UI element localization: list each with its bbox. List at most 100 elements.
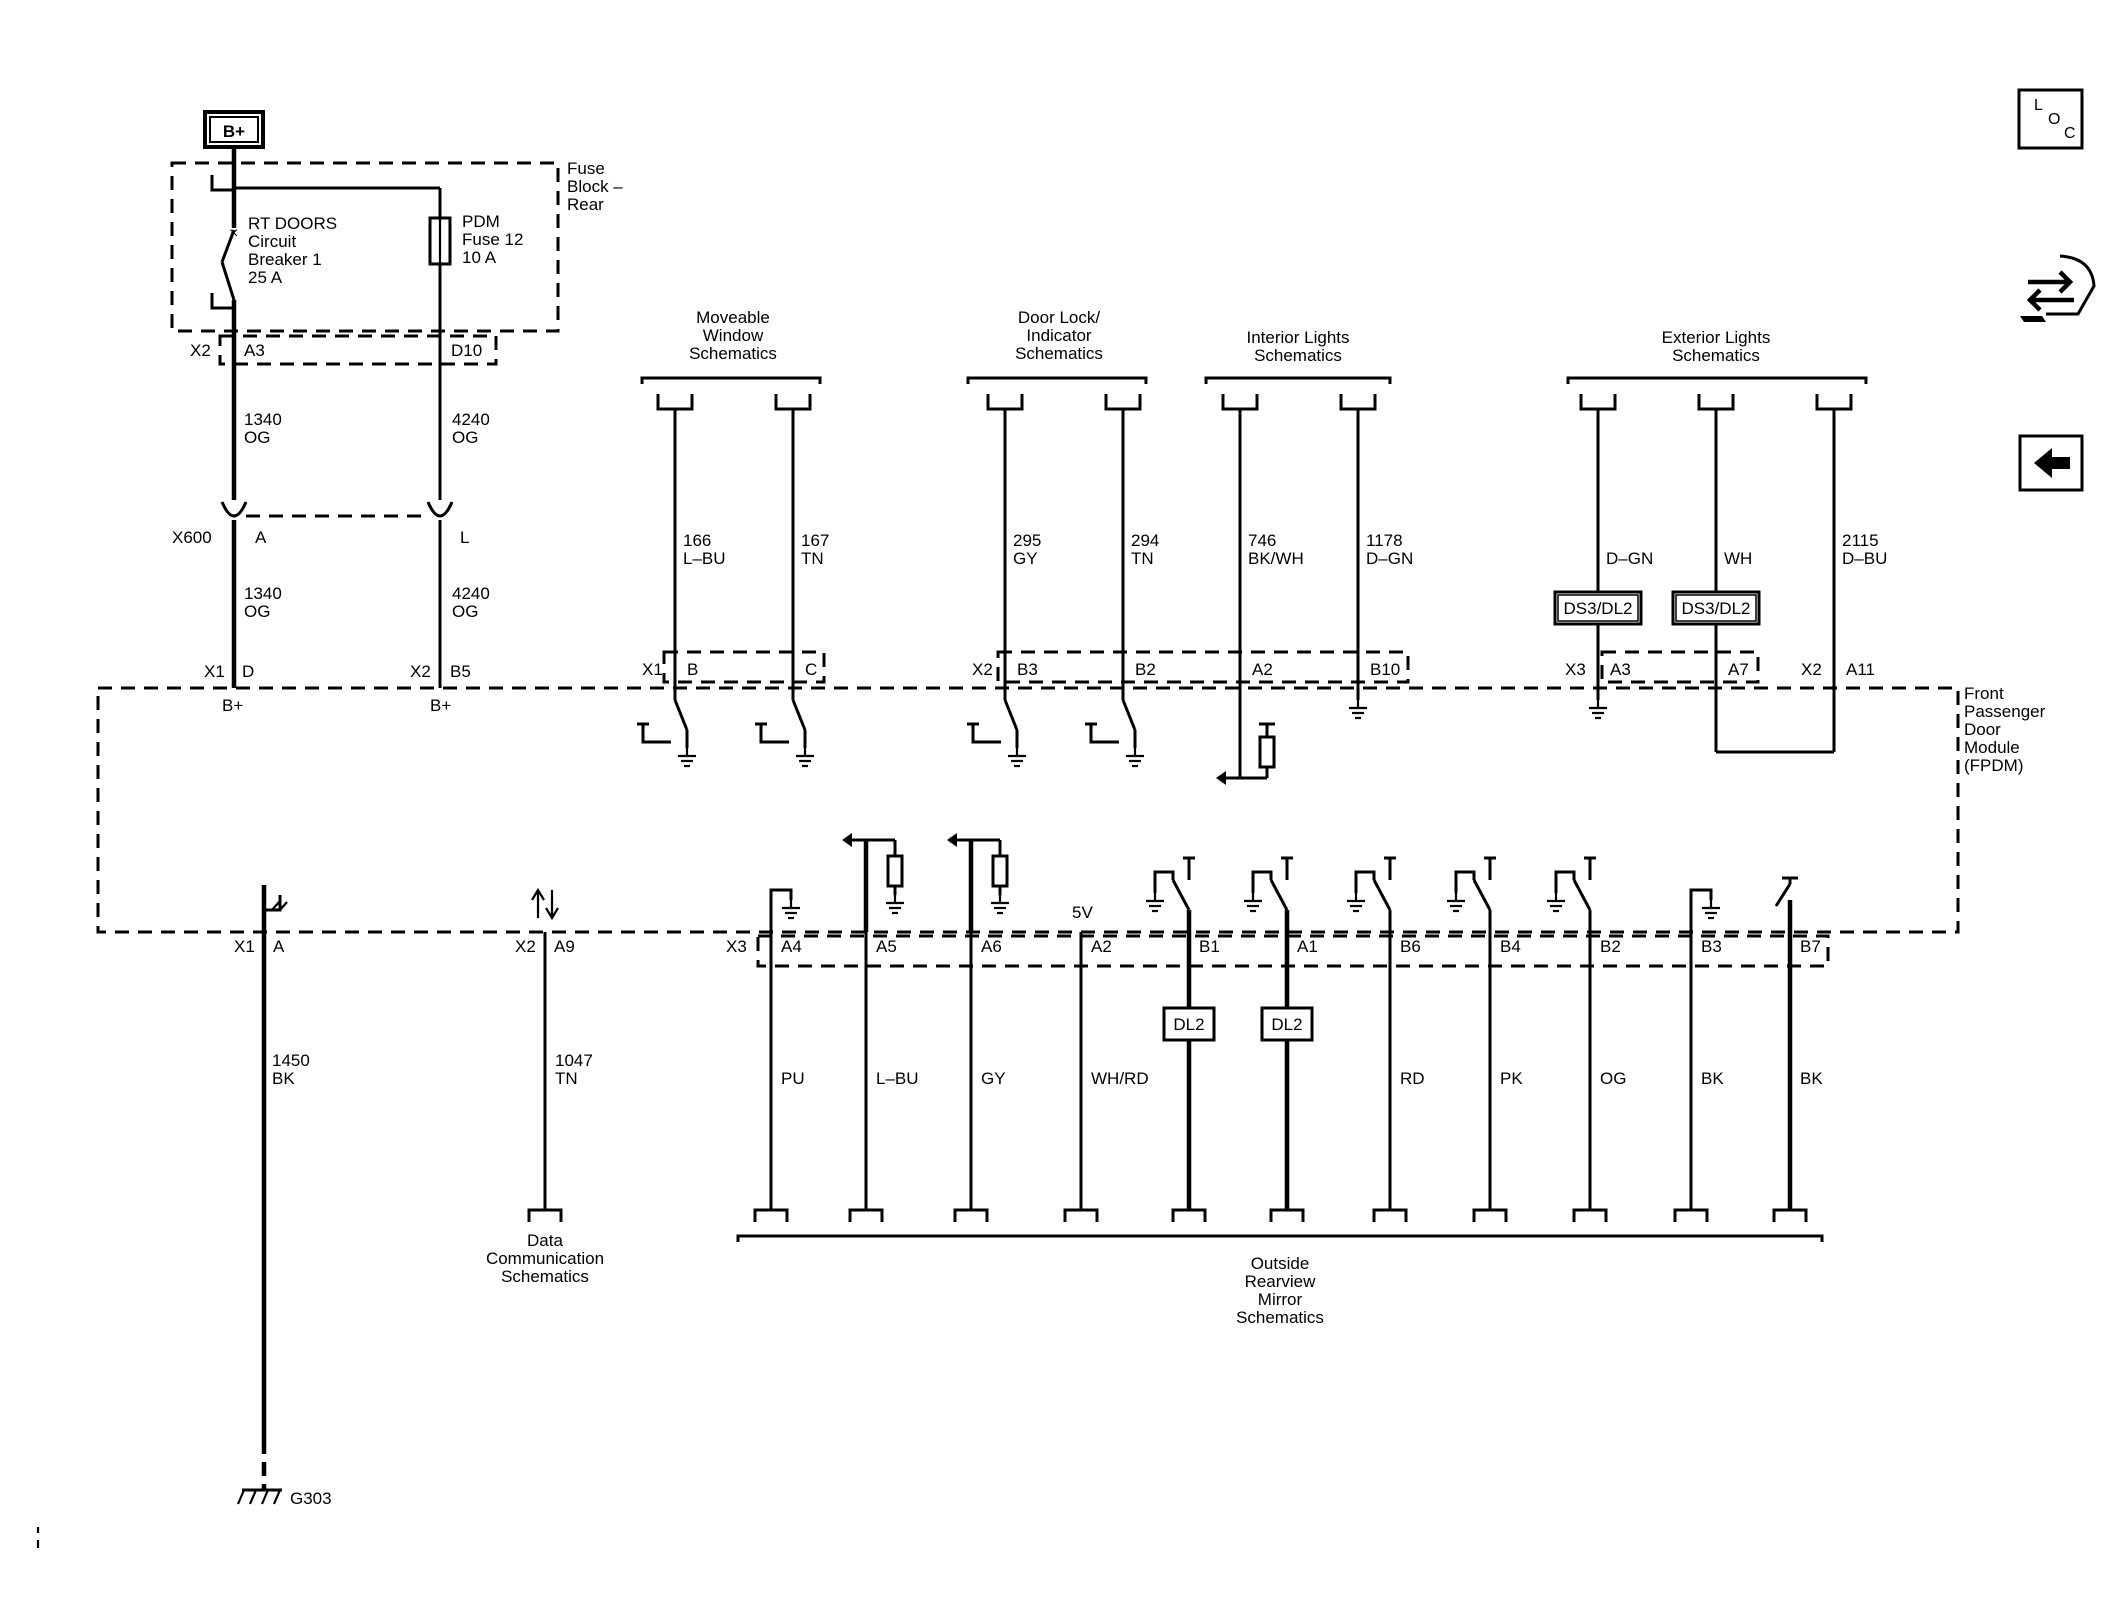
back-arrow-icon[interactable] — [2018, 434, 2084, 492]
wire-color: D–GN — [1366, 549, 1413, 568]
wire-terminal — [1372, 1208, 1408, 1222]
dl2-box — [1260, 1006, 1314, 1042]
svg-text:D10: D10 — [451, 341, 482, 360]
five-volt-label: 5V — [1072, 903, 1093, 922]
breaker-label: RT DOORS — [248, 214, 337, 233]
wire-circuit: 167 — [801, 531, 829, 550]
svg-text:Schematics: Schematics — [1672, 346, 1760, 365]
svg-text:OG: OG — [452, 428, 478, 447]
wire-connector: X3 — [1565, 660, 1586, 679]
svg-text:OG: OG — [452, 602, 478, 621]
svg-text:Block –: Block – — [567, 177, 623, 196]
ground-label: G303 — [290, 1489, 332, 1508]
wire-connector: X2 — [972, 660, 993, 679]
ds3-box: DS3/DL2 — [1553, 590, 1643, 626]
svg-text:C: C — [2064, 125, 2076, 142]
switch-symbol — [1003, 699, 1019, 731]
wire-color: TN — [801, 549, 824, 568]
wire-pin: B2 — [1600, 937, 1621, 956]
svg-text:Fuse 12: Fuse 12 — [462, 230, 523, 249]
svg-text:10 A: 10 A — [462, 248, 497, 267]
wire-terminal — [1815, 394, 1853, 411]
svg-text:A3: A3 — [244, 341, 265, 360]
svg-text:B+: B+ — [222, 696, 243, 715]
wire-pin: C — [805, 660, 817, 679]
wire-pin: A2 — [1252, 660, 1273, 679]
svg-text:A: A — [273, 937, 285, 956]
svg-text:Schematics: Schematics — [689, 344, 777, 363]
fuse-symbol — [428, 216, 452, 331]
svg-text:25 A: 25 A — [248, 268, 283, 287]
svg-text:Indicator: Indicator — [1026, 326, 1092, 345]
switch-symbol — [791, 699, 807, 731]
wire-circuit: 746 — [1248, 531, 1276, 550]
mirror-wires: A4PUA5L–BUA6GYA2WH/RDB1DL2A1DL2B6RDB4PKB… — [753, 833, 1823, 1222]
fuse-label: PDM — [462, 212, 500, 231]
ds3-box: DS3/DL2 — [1671, 590, 1761, 626]
group-title: Door Lock/ — [1018, 308, 1100, 327]
wire-terminal — [1572, 1208, 1608, 1222]
ds3-label: DS3/DL2 — [1682, 599, 1751, 618]
wire-pin: A11 — [1846, 660, 1875, 679]
svg-text:OG: OG — [244, 602, 270, 621]
wire-terminal — [1221, 394, 1259, 411]
svg-text:Circuit: Circuit — [248, 232, 296, 251]
wire-color: WH — [1724, 549, 1752, 568]
wire-terminal — [1104, 394, 1142, 411]
loc-icon[interactable]: L O C — [2017, 88, 2084, 150]
wire-terminal — [953, 1208, 989, 1222]
wire-color: BK — [1800, 1069, 1823, 1088]
svg-text:4240: 4240 — [452, 410, 490, 429]
wire-color: D–BU — [1842, 549, 1887, 568]
svg-text:X1: X1 — [234, 937, 255, 956]
group-title: Interior Lights — [1247, 328, 1350, 347]
wire-terminal — [1673, 1208, 1709, 1222]
wire-color: L–BU — [683, 549, 726, 568]
wire-color: D–GN — [1606, 549, 1653, 568]
wire-terminal — [656, 394, 694, 411]
wire-pin: B1 — [1199, 937, 1220, 956]
wire-color: BK — [1701, 1069, 1724, 1088]
svg-text:Breaker 1: Breaker 1 — [248, 250, 322, 269]
wire-pin: B10 — [1370, 660, 1400, 679]
circuit-breaker: × — [210, 175, 238, 331]
svg-text:D: D — [242, 662, 254, 681]
connector-view-icon[interactable] — [2020, 254, 2096, 322]
svg-text:X2: X2 — [410, 662, 431, 681]
svg-text:Schematics: Schematics — [1015, 344, 1103, 363]
wire-pin: A2 — [1091, 937, 1112, 956]
wire-pin: B2 — [1135, 660, 1156, 679]
power-source-label: B+ — [223, 122, 245, 141]
svg-text:O: O — [2048, 111, 2060, 128]
feed-wires: 1340 OG 4240 OG X600 A L 1340 OG 4240 OG — [172, 331, 490, 688]
fpdm-module: Front Passenger Door Module (FPDM) X1 D … — [96, 662, 2046, 934]
svg-text:1340: 1340 — [244, 410, 282, 429]
svg-text:B+: B+ — [430, 696, 451, 715]
wire-pin: B3 — [1017, 660, 1038, 679]
wire-terminal — [1339, 394, 1377, 411]
module-title: Front — [1964, 684, 2004, 703]
svg-text:X1: X1 — [204, 662, 225, 681]
svg-text:Door: Door — [1964, 720, 2001, 739]
fuse-block-connector: X2 A3 D10 — [190, 334, 498, 366]
wire-pin: B4 — [1500, 937, 1521, 956]
wire-color: GY — [981, 1069, 1006, 1088]
svg-text:X2: X2 — [515, 937, 536, 956]
ds3-label: DS3/DL2 — [1564, 599, 1633, 618]
wire-pin: A6 — [981, 937, 1002, 956]
svg-text:Rearview: Rearview — [1245, 1272, 1317, 1291]
svg-text:Communication: Communication — [486, 1249, 604, 1268]
wire-color: RD — [1400, 1069, 1425, 1088]
switch-symbol — [1472, 879, 1492, 911]
